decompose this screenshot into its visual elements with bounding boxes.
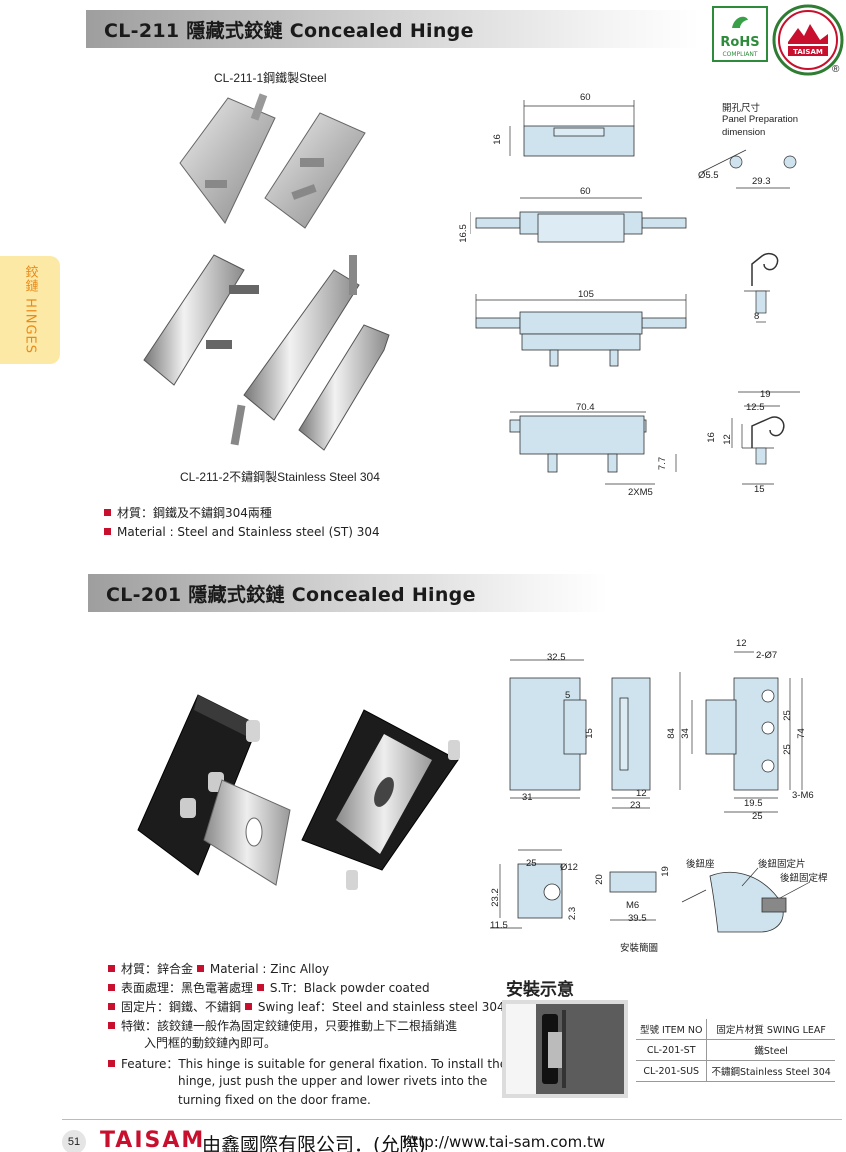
dim-full-w: 105 <box>578 289 594 300</box>
dim-115: 11.5 <box>490 920 508 931</box>
s1-bullet-2: Material : Steel and Stainless steel (ST… <box>104 525 380 539</box>
dim-m6: M6 <box>626 900 640 911</box>
dim-31: 31 <box>522 792 533 803</box>
svg-text:COMPLIANT: COMPLIANT <box>722 51 757 58</box>
table-row: CL-201-ST 鐵Steel <box>636 1039 835 1061</box>
panel-prep-zh: 開孔尺寸 <box>722 103 761 114</box>
footer-brand-logo: TAISAM <box>100 1128 206 1152</box>
section2-title: CL-201 隱藏式鉸鏈 Concealed Hinge <box>106 583 476 606</box>
dim-mid-h: 16.5 <box>457 224 469 243</box>
s1-bullet-1: 材質：鋼鐵及不鏽鋼304兩種 <box>104 504 272 521</box>
table-cell-item: CL-201-SUS <box>636 1060 708 1082</box>
caption-ss: CL-211-2不鏽鋼製Stainless Steel 304 <box>180 470 380 484</box>
table-cell-leaf: 鐵Steel <box>706 1039 835 1061</box>
dim-15: 15 <box>583 728 595 739</box>
footer-url[interactable]: http://www.tai-sam.com.tw <box>403 1133 606 1151</box>
footer-divider <box>62 1119 842 1120</box>
dim-side-w: 8 <box>754 311 760 322</box>
dim-d12: Ø12 <box>560 862 578 873</box>
panel-prep-en-2: dimension <box>722 127 766 138</box>
s2-feature-zh-2: 入門框的動鉸鏈內即可。 <box>144 1036 277 1050</box>
taisam-badge-logo: TAISAM <box>772 4 844 76</box>
s2-bullet-1: 材質：鋅合金 Material : Zinc Alloy <box>108 960 329 977</box>
dim-prof-base: 15 <box>754 484 765 495</box>
dim-23-small: 2.3 <box>567 906 579 921</box>
registered-mark: ® <box>832 64 840 75</box>
section2-title-bar: CL-201 隱藏式鉸鏈 Concealed Hinge <box>88 574 608 612</box>
dim-hole-spacing: 29.3 <box>752 176 771 187</box>
dim-74: 74 <box>795 728 807 739</box>
panel-prep-en: Panel Preparation <box>722 114 799 125</box>
dim-thread-m6: 3-M6 <box>792 790 814 801</box>
side-tab-hinges[interactable]: 鉸鏈 HINGES <box>0 256 60 364</box>
dim-top-h: 16 <box>491 134 503 145</box>
dim-prof-w1: 19 <box>760 389 771 400</box>
side-tab-label: 鉸鏈 HINGES <box>22 265 38 355</box>
dim-395: 39.5 <box>628 913 647 924</box>
dim-prof-w2: 12.5 <box>746 402 765 413</box>
dim-top-w: 60 <box>580 92 591 103</box>
dim-prof-h1: 16 <box>705 432 717 443</box>
table-header-item: 型號 ITEM NO <box>636 1019 708 1040</box>
dim-thread: 2XM5 <box>628 487 653 498</box>
dim-84: 84 <box>665 728 677 739</box>
dim-holes: 2-Ø7 <box>756 650 778 661</box>
dim-mid-w: 60 <box>580 186 591 197</box>
spec-table: 型號 ITEM NO 固定片材質 SWING LEAF CL-201-ST 鐵S… <box>636 1019 835 1082</box>
install-diagram-label: 安裝簡圖 <box>620 943 659 954</box>
s2-feature-en-2: hinge, just push the upper and lower riv… <box>178 1074 488 1088</box>
dim-25-bottom: 25 <box>752 811 763 822</box>
s2-bullet-2: 表面處理：黑色電著處理 S.Tr：Black powder coated <box>108 979 430 996</box>
cl201-drawings <box>490 651 811 933</box>
dim-base-w: 70.4 <box>576 402 595 413</box>
dim-base-h: 7.7 <box>657 456 669 471</box>
install-photo <box>502 1000 628 1098</box>
table-row: CL-201-SUS 不鏽鋼Stainless Steel 304 <box>636 1060 835 1082</box>
dim-20: 20 <box>593 874 605 885</box>
table-header-leaf: 固定片材質 SWING LEAF <box>706 1019 835 1040</box>
dim-195: 19.5 <box>744 798 763 809</box>
s2-feature-en: Feature：This hinge is suitable for gener… <box>108 1055 507 1072</box>
dim-232: 23.2 <box>489 888 501 907</box>
table-header-row: 型號 ITEM NO 固定片材質 SWING LEAF <box>636 1019 835 1040</box>
s2-feature-zh: 特徵：該鉸鏈一般作為固定鉸鏈使用，只要推動上下二根插銷進 <box>108 1017 457 1034</box>
svg-text:RoHS: RoHS <box>720 35 759 50</box>
leaf-icon <box>732 16 748 28</box>
page-number: 51 <box>62 1130 86 1152</box>
s2-feature-en-3: turning fixed on the door frame. <box>178 1093 371 1107</box>
cl211-drawings <box>470 100 800 485</box>
dim-12b: 12 <box>736 638 747 649</box>
cl211-steel-photo <box>179 93 366 229</box>
caption-steel: CL-211-1鋼鐵製Steel <box>214 71 327 85</box>
dim-hole-d: Ø5.5 <box>698 170 719 181</box>
dim-prof-h2: 12 <box>721 434 733 445</box>
section1-title-bar: CL-211 隱藏式鉸鏈 Concealed Hinge <box>86 10 700 48</box>
dim-34: 34 <box>679 728 691 739</box>
callout-hinge-plate: 後鈕固定片 <box>758 859 806 870</box>
table-cell-leaf: 不鏽鋼Stainless Steel 304 <box>706 1060 835 1082</box>
dim-5: 5 <box>565 690 571 701</box>
cl211-ss-photo <box>143 254 390 451</box>
section1-title: CL-211 隱藏式鉸鏈 Concealed Hinge <box>104 19 474 42</box>
dim-19: 19 <box>659 866 671 877</box>
svg-text:TAISAM: TAISAM <box>793 48 823 56</box>
cl201-photo <box>137 694 460 890</box>
dim-23: 23 <box>630 800 641 811</box>
callout-hinge-rod: 後鈕固定桿 <box>780 873 828 884</box>
rohs-logo: RoHS COMPLIANT <box>712 6 768 62</box>
dim-25a: 25 <box>781 710 793 721</box>
dim-325: 32.5 <box>547 652 566 663</box>
install-title: 安裝示意 <box>506 980 574 1000</box>
dim-25b: 25 <box>781 744 793 755</box>
table-cell-item: CL-201-ST <box>636 1039 708 1061</box>
dim-25-side: 25 <box>526 858 537 869</box>
footer-company: 由鑫國際有限公司．(允際) <box>202 1134 426 1152</box>
s2-bullet-3: 固定片：鋼鐵、不鏽鋼 Swing leaf：Steel and stainles… <box>108 998 505 1015</box>
dim-12a: 12 <box>636 788 647 799</box>
callout-hinge-base: 後鈕座 <box>686 859 715 870</box>
